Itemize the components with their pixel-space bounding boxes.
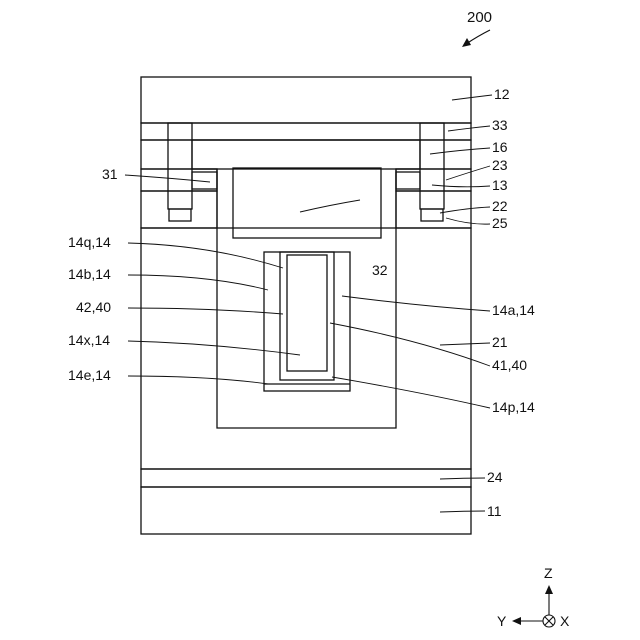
label-25: 25	[492, 215, 508, 231]
leader-14q	[128, 243, 283, 268]
leader-14e	[128, 376, 268, 384]
layer-33	[141, 123, 471, 140]
figure-number: 200	[467, 9, 492, 26]
leader-16	[430, 148, 490, 154]
contact-22-left	[169, 209, 191, 221]
label-32: 32	[372, 262, 388, 278]
leader-25	[446, 218, 490, 224]
label-4140: 41,40	[492, 357, 527, 373]
layer-11-substrate	[141, 487, 471, 534]
label-14e: 14e,14	[68, 367, 111, 383]
leader-22	[440, 207, 490, 213]
label-23: 23	[492, 157, 508, 173]
via-13-left	[168, 123, 192, 209]
layer-16-insulator	[141, 140, 471, 169]
label-14b: 14b,14	[68, 266, 111, 282]
label-14x: 14x,14	[68, 332, 110, 348]
label-33: 33	[492, 117, 508, 133]
fin-14a	[264, 252, 350, 391]
leader-14a	[342, 296, 490, 311]
label-14q: 14q,14	[68, 234, 111, 250]
fin-14x-core	[287, 255, 327, 371]
figure-arrow	[466, 30, 490, 44]
leader-21	[440, 343, 490, 345]
leader-14b	[128, 275, 268, 290]
leader-13	[432, 185, 490, 187]
fin-14p	[280, 252, 334, 380]
label-14p: 14p,14	[492, 399, 535, 415]
leader-32	[300, 200, 360, 212]
leader-33	[448, 126, 490, 131]
contact-31-right	[396, 172, 420, 189]
axis-x-label: X	[560, 613, 570, 629]
leader-4140	[330, 323, 490, 366]
leader-4240	[128, 308, 283, 314]
axis-y-label: Y	[497, 613, 507, 629]
axis-z-label: Z	[544, 565, 553, 581]
label-12: 12	[494, 86, 510, 102]
layer-21	[141, 228, 471, 469]
label-16: 16	[492, 139, 508, 155]
layer-12-electrode	[141, 77, 471, 123]
label-24: 24	[487, 469, 503, 485]
label-21: 21	[492, 334, 508, 350]
leader-24	[440, 478, 485, 479]
via-13-right	[420, 123, 444, 209]
leader-12	[452, 95, 492, 100]
leader-23	[446, 166, 490, 180]
contact-22-right	[421, 209, 443, 221]
leader-11	[440, 511, 485, 512]
label-4240: 42,40	[76, 299, 111, 315]
axis-indicator	[512, 585, 555, 627]
label-31: 31	[102, 166, 118, 182]
layer-24	[141, 469, 471, 487]
figure-arrow-head	[462, 38, 471, 47]
label-14a: 14a,14	[492, 302, 535, 318]
label-22: 22	[492, 198, 508, 214]
leader-14p	[332, 377, 490, 408]
label-11: 11	[487, 503, 502, 519]
label-13: 13	[492, 177, 508, 193]
region-32-insulator	[192, 140, 420, 428]
leader-14x	[128, 341, 300, 355]
